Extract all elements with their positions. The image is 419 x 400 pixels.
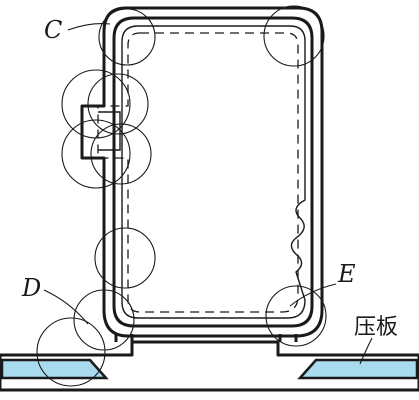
circle-left-lower-b bbox=[90, 123, 152, 185]
circle-c-corner bbox=[98, 8, 156, 66]
inner-liner bbox=[121, 25, 306, 319]
circle-left-mid bbox=[94, 227, 156, 289]
label-clamp-plate: 压板 bbox=[354, 315, 398, 340]
label-e: E bbox=[337, 260, 356, 288]
left-clamp-plate bbox=[0, 358, 109, 380]
circle-left-upper-b bbox=[87, 73, 149, 135]
circle-left-upper bbox=[61, 69, 131, 139]
dashed-reference-contour bbox=[97, 32, 299, 313]
inner-profile bbox=[112, 16, 314, 328]
circle-d-corner bbox=[73, 289, 135, 351]
circle-left-lower bbox=[61, 119, 131, 189]
leader-d bbox=[43, 289, 89, 325]
circle-top-right bbox=[263, 5, 325, 67]
leader-e bbox=[289, 283, 337, 307]
label-c: C bbox=[44, 16, 62, 44]
circle-plate-left bbox=[36, 317, 106, 387]
left-notch-detail bbox=[98, 111, 121, 151]
right-clamp-plate bbox=[297, 358, 419, 380]
leader-c bbox=[67, 23, 111, 31]
leader-plate bbox=[359, 337, 373, 365]
label-d: D bbox=[21, 274, 41, 302]
circle-e-corner bbox=[265, 285, 327, 347]
